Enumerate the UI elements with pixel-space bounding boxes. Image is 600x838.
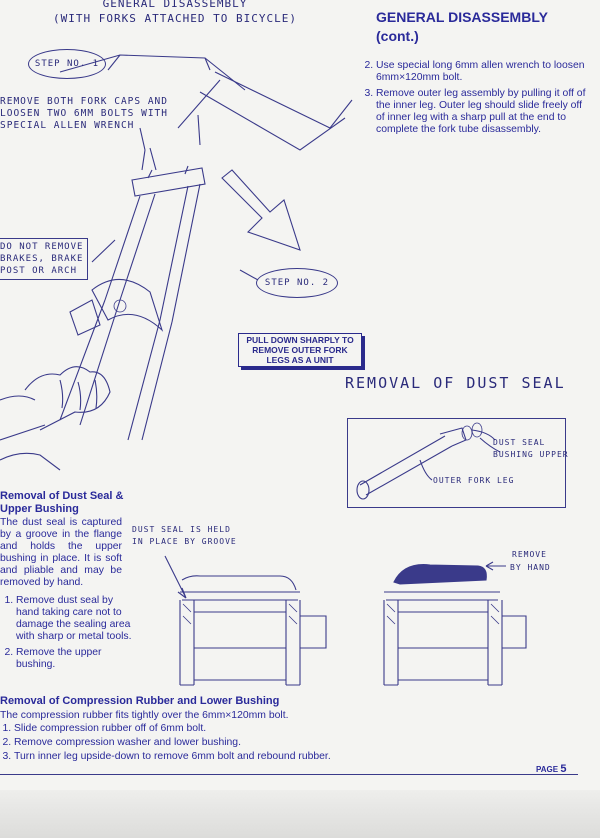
- pull-note-line3: LEGS AS A UNIT: [266, 355, 334, 365]
- remove-caps-line1: REMOVE BOTH FORK CAPS AND: [0, 96, 168, 107]
- compression-step-2: Remove compression washer and lower bush…: [14, 737, 434, 749]
- page-number: PAGE 5: [536, 763, 566, 775]
- dust-seal-figure-frame: [347, 418, 566, 508]
- dust-seal-step-1: Remove dust seal by hand taking care not…: [16, 595, 138, 643]
- step-1-bubble: STEP NO. 1: [28, 49, 106, 79]
- label-outer-fork-leg: OUTER FORK LEG: [433, 476, 515, 485]
- dust-seal-figure-title: REMOVAL OF DUST SEAL: [345, 374, 566, 392]
- pull-note-line2: REMOVE OUTER FORK: [252, 345, 348, 355]
- dust-seal-heading-line1: Removal of Dust Seal &: [0, 490, 124, 502]
- dust-seal-intro: The dust seal is captured by a groove in…: [0, 517, 122, 588]
- do-not-remove-line3: POST OR ARCH: [0, 266, 78, 276]
- page-title-line1: GENERAL DISASSEMBLY: [376, 9, 548, 25]
- remove-note-line1: REMOVE: [512, 550, 547, 559]
- figure-header: GENERAL DISASSEMBLY (WITH FORKS ATTACHED…: [40, 0, 310, 26]
- dust-seal-heading: Removal of Dust Seal & Upper Bushing: [0, 490, 130, 516]
- pull-note-line1: PULL DOWN SHARPLY TO: [246, 335, 354, 345]
- scan-bottom-shade: [0, 790, 600, 838]
- figure-header-line2: (WITH FORKS ATTACHED TO BICYCLE): [53, 12, 297, 25]
- dust-seal-heading-line2: Upper Bushing: [0, 503, 79, 515]
- dust-seal-step-2: Remove the upper bushing.: [16, 647, 138, 671]
- remove-by-hand-note: REMOVE BY HAND: [510, 548, 551, 574]
- page-title: GENERAL DISASSEMBLY (cont.): [376, 8, 596, 46]
- general-steps-list: Use special long 6mm allen wrench to loo…: [362, 60, 591, 140]
- fork-illustration: [0, 54, 353, 471]
- compression-intro: The compression rubber fits tightly over…: [0, 710, 289, 721]
- remove-caps-line3: SPECIAL ALLEN WRENCH: [0, 120, 135, 131]
- dust-seal-steps: Remove dust seal by hand taking care not…: [0, 595, 138, 675]
- dust-seal-labels: DUST SEAL BUSHING UPPER: [493, 437, 569, 461]
- held-note-line1: DUST SEAL IS HELD: [132, 525, 231, 534]
- footer-rule: [0, 774, 578, 775]
- do-not-remove-callout: DO NOT REMOVE BRAKES, BRAKE POST OR ARCH: [0, 238, 89, 280]
- general-step-2: Use special long 6mm allen wrench to loo…: [376, 60, 591, 84]
- compression-heading: Removal of Compression Rubber and Lower …: [0, 695, 280, 707]
- do-not-remove-line2: BRAKES, BRAKE: [0, 254, 84, 264]
- compression-steps: Slide compression rubber off of 6mm bolt…: [0, 723, 434, 765]
- pull-down-note: PULL DOWN SHARPLY TO REMOVE OUTER FORK L…: [238, 333, 362, 367]
- page-title-line2: (cont.): [376, 28, 419, 44]
- remove-caps-line2: LOOSEN TWO 6MM BOLTS WITH: [0, 108, 168, 119]
- step-2-bubble: STEP NO. 2: [256, 268, 338, 298]
- do-not-remove-line1: DO NOT REMOVE: [0, 242, 84, 252]
- figure-header-line1: GENERAL DISASSEMBLY: [102, 0, 248, 10]
- general-step-3: Remove outer leg assembly by pulling it …: [376, 88, 591, 136]
- held-note-line2: IN PLACE BY GROOVE: [132, 537, 237, 546]
- held-by-groove-note: DUST SEAL IS HELD IN PLACE BY GROOVE: [132, 524, 237, 548]
- remove-note-line2: BY HAND: [510, 563, 551, 572]
- label-dust-seal: DUST SEAL: [493, 438, 546, 447]
- seal-cross-sections: [164, 555, 527, 686]
- outer-fork-leg-illustration: [356, 422, 501, 500]
- remove-caps-caption: REMOVE BOTH FORK CAPS AND LOOSEN TWO 6MM…: [0, 96, 168, 132]
- compression-step-3: Turn inner leg upside-down to remove 6mm…: [14, 751, 434, 763]
- label-bushing-upper: BUSHING UPPER: [493, 450, 569, 459]
- compression-step-1: Slide compression rubber off of 6mm bolt…: [14, 723, 434, 735]
- page-label: PAGE: [536, 765, 559, 774]
- page-number-value: 5: [560, 763, 567, 775]
